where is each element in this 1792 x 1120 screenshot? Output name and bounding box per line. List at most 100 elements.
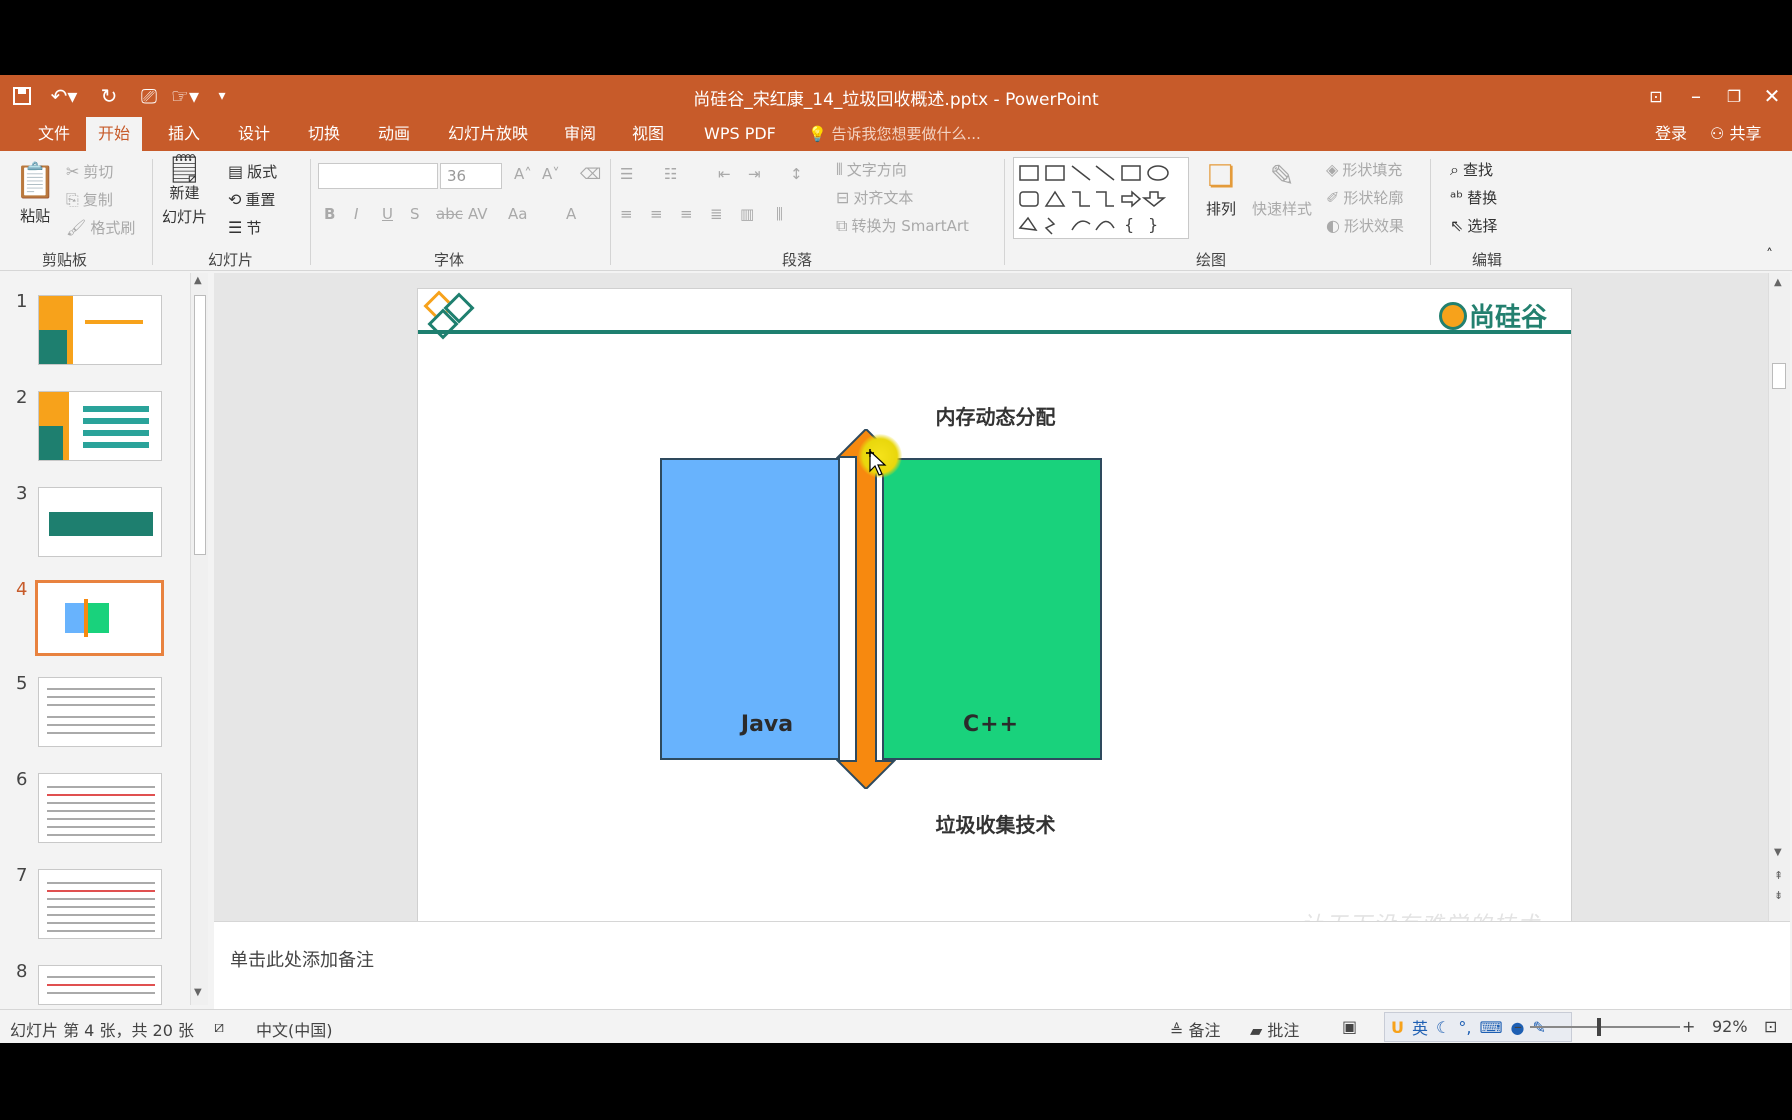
tab-file[interactable]: 文件 bbox=[38, 124, 71, 143]
notes-placeholder[interactable]: 单击此处添加备注 bbox=[230, 950, 374, 971]
find-button[interactable]: ⌕查找 bbox=[1450, 159, 1493, 180]
scroll-up-icon[interactable]: ▲ bbox=[1774, 277, 1782, 288]
copy-button[interactable]: ⎘复制 bbox=[66, 189, 113, 210]
bold-icon[interactable]: B bbox=[324, 205, 336, 223]
decrease-indent-icon[interactable]: ⇤ bbox=[718, 165, 731, 183]
tab-design[interactable]: 设计 bbox=[238, 124, 271, 143]
redo-icon[interactable]: ↻ bbox=[100, 84, 118, 108]
slide-thumbnail-8[interactable] bbox=[38, 965, 162, 1005]
spell-check-icon[interactable]: ⧄ bbox=[214, 1017, 225, 1036]
cpp-box[interactable] bbox=[882, 458, 1102, 760]
new-slide-button[interactable]: 🗒 新建 幻灯片 bbox=[162, 155, 207, 227]
restore-icon[interactable]: ❐ bbox=[1726, 86, 1742, 106]
save-icon[interactable] bbox=[8, 81, 36, 111]
align-text-button[interactable]: ⊟对齐文本 bbox=[836, 187, 913, 208]
zoom-in-icon[interactable]: + bbox=[1682, 1017, 1696, 1036]
tab-transitions[interactable]: 切换 bbox=[308, 124, 341, 143]
close-icon[interactable]: ✕ bbox=[1763, 84, 1781, 108]
tell-me-box[interactable]: 💡 告诉我您想要做什么... bbox=[808, 117, 981, 151]
notes-pane[interactable]: 单击此处添加备注 bbox=[214, 921, 1790, 1009]
scroll-down-icon[interactable]: ▼ bbox=[194, 987, 202, 998]
numbering-icon[interactable]: ☷ bbox=[664, 165, 678, 183]
slide-vertical-scrollbar[interactable]: ▲ ▼ ⇞ ⇟ bbox=[1768, 273, 1790, 921]
quick-styles-button[interactable]: ✎ 快速样式 bbox=[1252, 159, 1312, 219]
layout-button[interactable]: ▤版式 bbox=[228, 161, 277, 182]
underline-icon[interactable]: U bbox=[382, 205, 393, 223]
moon-icon[interactable]: ☾ bbox=[1436, 1017, 1451, 1037]
cut-button[interactable]: ✂剪切 bbox=[66, 161, 113, 182]
bullets-icon[interactable]: ☰ bbox=[620, 165, 634, 183]
grow-font-icon[interactable]: A˄ bbox=[514, 165, 532, 183]
font-color-icon[interactable]: A bbox=[566, 205, 577, 223]
garbage-collection-label[interactable]: 垃圾收集技术 bbox=[935, 813, 1056, 837]
reset-button[interactable]: ⟲重置 bbox=[228, 189, 275, 210]
char-spacing-icon[interactable]: AV bbox=[468, 205, 488, 223]
shapes-gallery[interactable]: {} bbox=[1013, 157, 1189, 239]
normal-view-icon[interactable]: ▣ bbox=[1342, 1017, 1358, 1036]
keyboard-icon[interactable]: ⌨ bbox=[1479, 1017, 1503, 1037]
italic-icon[interactable]: I bbox=[354, 205, 359, 223]
collapse-ribbon-icon[interactable]: ˄ bbox=[1766, 247, 1773, 263]
ime-language[interactable]: 英 bbox=[1412, 1019, 1429, 1038]
scrollbar-thumb[interactable] bbox=[194, 295, 206, 555]
user-icon[interactable]: ● bbox=[1510, 1017, 1525, 1037]
align-right-icon[interactable]: ≡ bbox=[680, 205, 693, 223]
increase-indent-icon[interactable]: ⇥ bbox=[748, 165, 761, 183]
paste-button[interactable]: 📋 粘贴 bbox=[14, 161, 56, 226]
font-size-combo[interactable]: 36 bbox=[440, 163, 502, 189]
font-name-combo[interactable] bbox=[318, 163, 438, 189]
next-slide-icon[interactable]: ⇟ bbox=[1774, 889, 1784, 902]
smartart-button[interactable]: ⧉转换为 SmartArt bbox=[836, 215, 969, 236]
comments-button[interactable]: ▰ 批注 bbox=[1250, 1017, 1299, 1041]
punctuation-icon[interactable]: °, bbox=[1458, 1017, 1472, 1037]
justify-icon[interactable]: ≣ bbox=[710, 205, 723, 223]
columns-icon[interactable]: ⫼ bbox=[776, 205, 783, 223]
tab-animations[interactable]: 动画 bbox=[378, 124, 411, 143]
language-indicator[interactable]: 中文(中国) bbox=[256, 1021, 333, 1040]
scroll-down-icon[interactable]: ▼ bbox=[1774, 847, 1782, 858]
zoom-out-icon[interactable]: – bbox=[1514, 1017, 1522, 1036]
share-button[interactable]: ⚇ 共享 bbox=[1710, 117, 1761, 151]
scrollbar-thumb[interactable] bbox=[1772, 363, 1786, 389]
section-button[interactable]: ☰节 bbox=[228, 217, 261, 238]
zoom-slider-thumb[interactable] bbox=[1597, 1018, 1601, 1036]
align-center-icon[interactable]: ≡ bbox=[650, 205, 663, 223]
previous-slide-icon[interactable]: ⇞ bbox=[1774, 869, 1784, 882]
slide-thumbnail-1[interactable] bbox=[38, 295, 162, 365]
align-left-icon[interactable]: ≡ bbox=[620, 205, 633, 223]
shape-fill-button[interactable]: ◈形状填充 bbox=[1326, 159, 1402, 180]
distribute-icon[interactable]: ▥ bbox=[740, 205, 755, 223]
tab-view[interactable]: 视图 bbox=[632, 124, 665, 143]
zoom-level[interactable]: 92% bbox=[1712, 1017, 1748, 1036]
tab-home[interactable]: 开始 bbox=[86, 117, 143, 151]
strikethrough-icon[interactable]: abc bbox=[436, 205, 463, 223]
presentation-icon[interactable]: ⎚ bbox=[141, 84, 157, 108]
java-box[interactable] bbox=[660, 458, 840, 760]
zoom-slider[interactable] bbox=[1530, 1026, 1680, 1028]
scroll-up-icon[interactable]: ▲ bbox=[194, 275, 202, 286]
tab-slideshow[interactable]: 幻灯片放映 bbox=[448, 124, 529, 143]
ribbon-display-icon[interactable]: ⊡ bbox=[1649, 86, 1663, 106]
customize-qat-icon[interactable]: ▾ bbox=[218, 88, 226, 104]
touch-mode-icon[interactable]: ☞▾ bbox=[171, 84, 199, 108]
minimize-icon[interactable]: – bbox=[1691, 84, 1701, 108]
shape-outline-button[interactable]: ✐形状轮廓 bbox=[1326, 187, 1403, 208]
tab-review[interactable]: 审阅 bbox=[564, 124, 597, 143]
double-arrow-shape[interactable] bbox=[836, 429, 896, 789]
tab-wps-pdf[interactable]: WPS PDF bbox=[704, 124, 776, 143]
slide-thumbnail-3[interactable] bbox=[38, 487, 162, 557]
slide-thumbnail-6[interactable] bbox=[38, 773, 162, 843]
slide-thumbnail-4[interactable] bbox=[35, 580, 164, 656]
text-direction-button[interactable]: ⫴文字方向 bbox=[836, 159, 907, 180]
login-link[interactable]: 登录 bbox=[1655, 124, 1688, 143]
undo-icon[interactable]: ↶▾ bbox=[50, 84, 78, 108]
slide-thumbnail-5[interactable] bbox=[38, 677, 162, 747]
tab-insert[interactable]: 插入 bbox=[168, 124, 201, 143]
slide-thumbnail-7[interactable] bbox=[38, 869, 162, 939]
select-button[interactable]: ⇖选择 bbox=[1450, 215, 1497, 236]
arrange-button[interactable]: ❏ 排列 bbox=[1206, 159, 1236, 219]
ime-logo-icon[interactable]: U bbox=[1391, 1017, 1404, 1037]
slide-thumbnail-2[interactable] bbox=[38, 391, 162, 461]
fit-to-window-icon[interactable]: ⊡ bbox=[1764, 1017, 1778, 1036]
